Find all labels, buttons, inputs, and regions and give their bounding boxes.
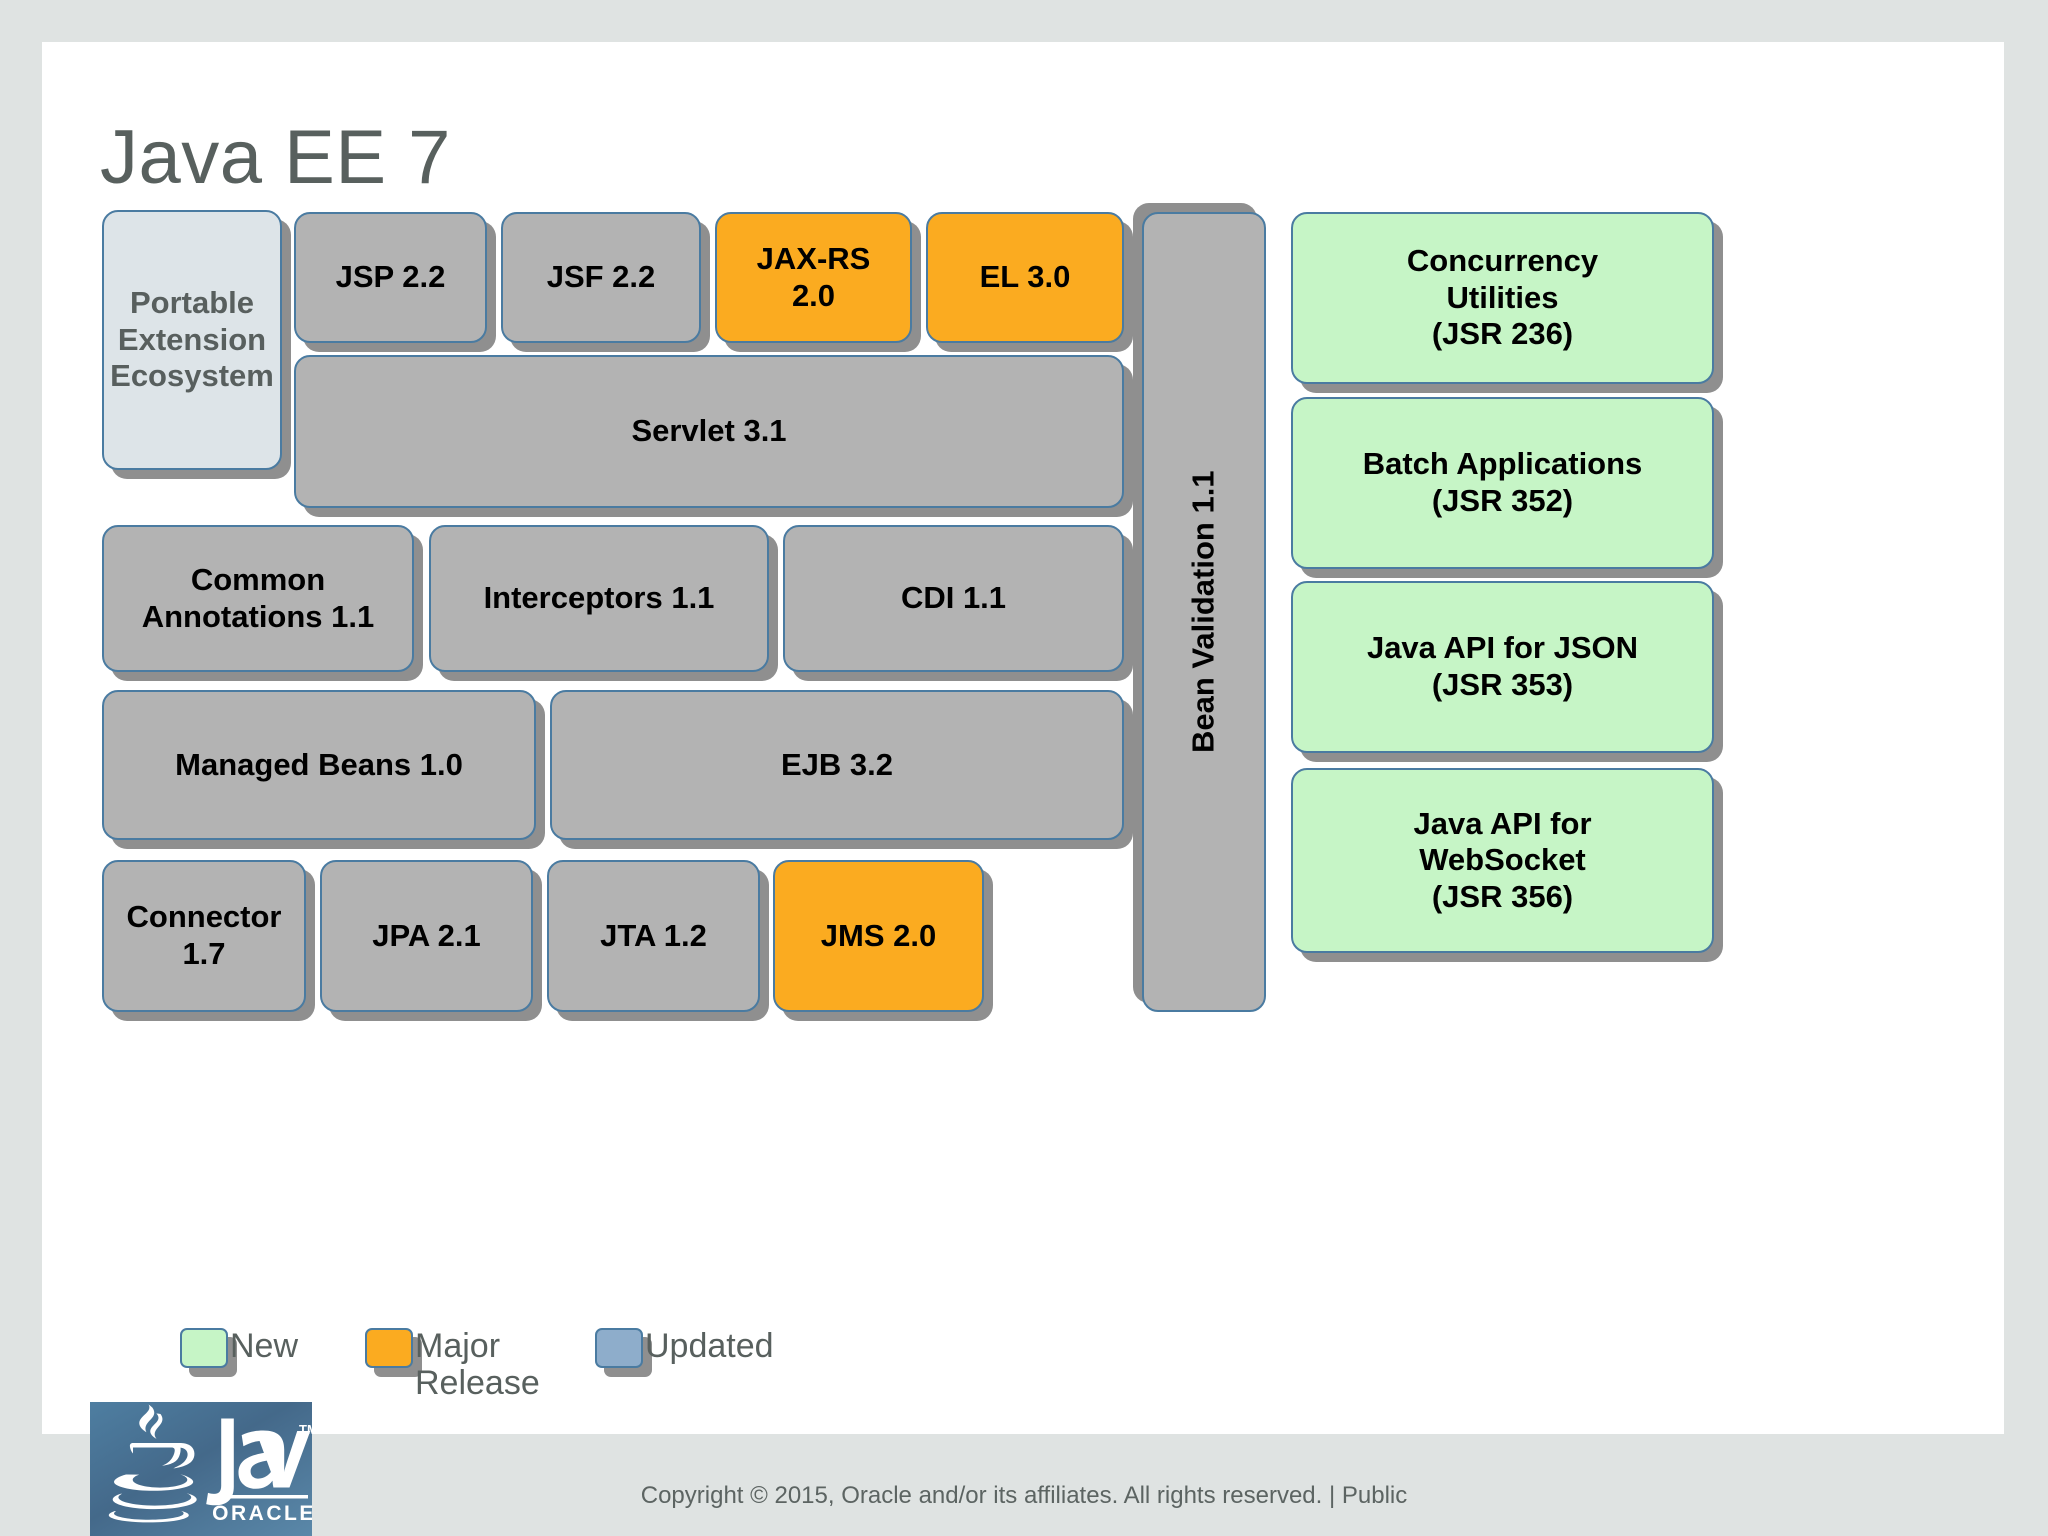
box-label: Managed Beans 1.0 bbox=[175, 746, 463, 782]
legend-item-major-release[interactable]: Major Release bbox=[365, 1327, 540, 1403]
box-label: JPA 2.1 bbox=[372, 917, 481, 953]
box-label: EL 3.0 bbox=[979, 259, 1071, 295]
legend-swatch-orange-icon bbox=[365, 1328, 413, 1368]
legend-label: Major Release bbox=[415, 1327, 540, 1403]
box-label: Concurrency Utilities (JSR 236) bbox=[1406, 243, 1599, 352]
box-bean-validation[interactable]: Bean Validation 1.1 bbox=[1142, 212, 1266, 1012]
box-servlet[interactable]: Servlet 3.1 bbox=[294, 355, 1124, 508]
legend-label: New bbox=[230, 1327, 299, 1365]
box-label: Portable Extension Ecosystem bbox=[110, 285, 274, 394]
legend-swatch-blue-icon bbox=[595, 1328, 643, 1368]
svg-text:ORACLE: ORACLE bbox=[212, 1502, 312, 1525]
box-label: Java API for JSON (JSR 353) bbox=[1366, 630, 1639, 702]
footer-bar bbox=[0, 1434, 2048, 1536]
box-jms[interactable]: JMS 2.0 bbox=[773, 860, 984, 1012]
footer-copyright: Copyright © 2015, Oracle and/or its affi… bbox=[640, 1482, 1408, 1509]
page-title: Java EE 7 bbox=[100, 115, 451, 200]
box-label: Connector 1.7 bbox=[126, 899, 282, 971]
box-label: Interceptors 1.1 bbox=[483, 580, 715, 616]
box-jpa[interactable]: JPA 2.1 bbox=[320, 860, 533, 1012]
box-label: JMS 2.0 bbox=[820, 917, 937, 953]
box-concurrency-utilities[interactable]: Concurrency Utilities (JSR 236) bbox=[1291, 212, 1714, 384]
box-label: CDI 1.1 bbox=[900, 580, 1007, 616]
box-el[interactable]: EL 3.0 bbox=[926, 212, 1124, 343]
java-oracle-logo: ORACLE TM bbox=[90, 1402, 312, 1536]
box-jta[interactable]: JTA 1.2 bbox=[547, 860, 760, 1012]
box-common-annotations[interactable]: Common Annotations 1.1 bbox=[102, 525, 414, 672]
box-label: Common Annotations 1.1 bbox=[141, 561, 375, 634]
java-ee-7-diagram: Portable Extension Ecosystem JSP 2.2 JSF… bbox=[42, 42, 2004, 1434]
box-label: Servlet 3.1 bbox=[631, 413, 787, 449]
box-managed-beans[interactable]: Managed Beans 1.0 bbox=[102, 690, 536, 840]
box-batch-applications[interactable]: Batch Applications (JSR 352) bbox=[1291, 397, 1714, 569]
box-label: Bean Validation 1.1 bbox=[1185, 470, 1221, 754]
box-label: Batch Applications (JSR 352) bbox=[1362, 446, 1643, 518]
box-java-api-websocket[interactable]: Java API for WebSocket (JSR 356) bbox=[1291, 768, 1714, 953]
java-logo-icon: ORACLE TM bbox=[108, 1404, 312, 1525]
box-label: JAX-RS 2.0 bbox=[756, 240, 871, 313]
box-ejb[interactable]: EJB 3.2 bbox=[550, 690, 1124, 840]
box-java-api-json[interactable]: Java API for JSON (JSR 353) bbox=[1291, 581, 1714, 753]
legend-item-new[interactable]: New bbox=[180, 1327, 299, 1368]
box-portable-extension-ecosystem[interactable]: Portable Extension Ecosystem bbox=[102, 210, 282, 470]
box-label: JTA 1.2 bbox=[600, 917, 707, 953]
box-jsp[interactable]: JSP 2.2 bbox=[294, 212, 487, 343]
box-interceptors[interactable]: Interceptors 1.1 bbox=[429, 525, 769, 672]
box-jsf[interactable]: JSF 2.2 bbox=[501, 212, 701, 343]
box-label: Java API for WebSocket (JSR 356) bbox=[1413, 805, 1592, 914]
box-label: EJB 3.2 bbox=[780, 746, 893, 782]
legend-item-updated[interactable]: Updated bbox=[595, 1327, 774, 1368]
svg-text:TM: TM bbox=[299, 1422, 312, 1437]
legend-label: Updated bbox=[645, 1327, 774, 1365]
legend-swatch-green-icon bbox=[180, 1328, 228, 1368]
box-label: JSF 2.2 bbox=[546, 259, 656, 295]
box-cdi[interactable]: CDI 1.1 bbox=[783, 525, 1124, 672]
box-label: JSP 2.2 bbox=[335, 259, 446, 295]
slide-canvas: Java EE 7 Portable Extension Ecosystem J… bbox=[42, 42, 2004, 1434]
box-connector[interactable]: Connector 1.7 bbox=[102, 860, 306, 1012]
box-jax-rs[interactable]: JAX-RS 2.0 bbox=[715, 212, 912, 343]
